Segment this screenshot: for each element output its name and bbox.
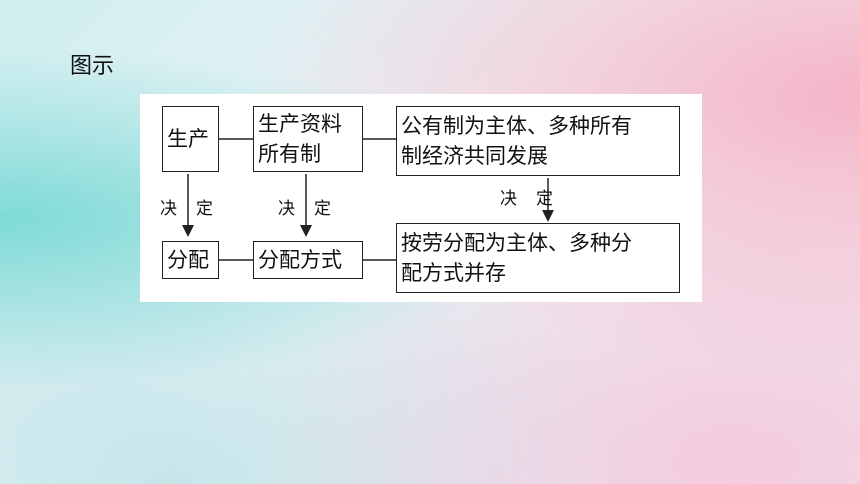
box-distribution-system-line1: 按劳分配为主体、多种分 — [401, 231, 632, 255]
box-economic-system-line1: 公有制为主体、多种所有 — [401, 114, 632, 138]
box-ownership-line1: 生产资料 — [258, 112, 342, 136]
page-title: 图示 — [70, 54, 115, 79]
box-production: 生产 — [162, 106, 219, 172]
box-distribution-mode: 分配方式 — [253, 241, 363, 279]
box-distribution-text: 分配 — [167, 248, 209, 272]
box-economic-system: 公有制为主体、多种所有 制经济共同发展 — [396, 106, 680, 176]
arrow-label-col1-b: 定 — [196, 199, 213, 219]
box-distribution: 分配 — [162, 241, 219, 279]
box-distribution-system: 按劳分配为主体、多种分 配方式并存 — [396, 223, 680, 293]
arrow-label-col2-a: 决 — [278, 199, 295, 219]
box-economic-system-line2: 制经济共同发展 — [401, 144, 548, 168]
arrow-label-col2-b: 定 — [314, 199, 331, 219]
box-ownership: 生产资料 所有制 — [253, 106, 363, 172]
arrow-label-col3-a: 决 — [500, 189, 517, 209]
arrow-label-col1-a: 决 — [160, 199, 177, 219]
connector-lines — [182, 138, 554, 261]
diagram-panel: 生产 生产资料 所有制 公有制为主体、多种所有 制经济共同发展 决 定 决 定 … — [140, 94, 702, 302]
box-distribution-system-line2: 配方式并存 — [401, 261, 506, 285]
arrow-label-col3-b: 定 — [536, 189, 553, 209]
box-ownership-line2: 所有制 — [258, 142, 321, 166]
box-production-text: 生产 — [167, 127, 209, 151]
box-distribution-mode-text: 分配方式 — [258, 248, 342, 272]
